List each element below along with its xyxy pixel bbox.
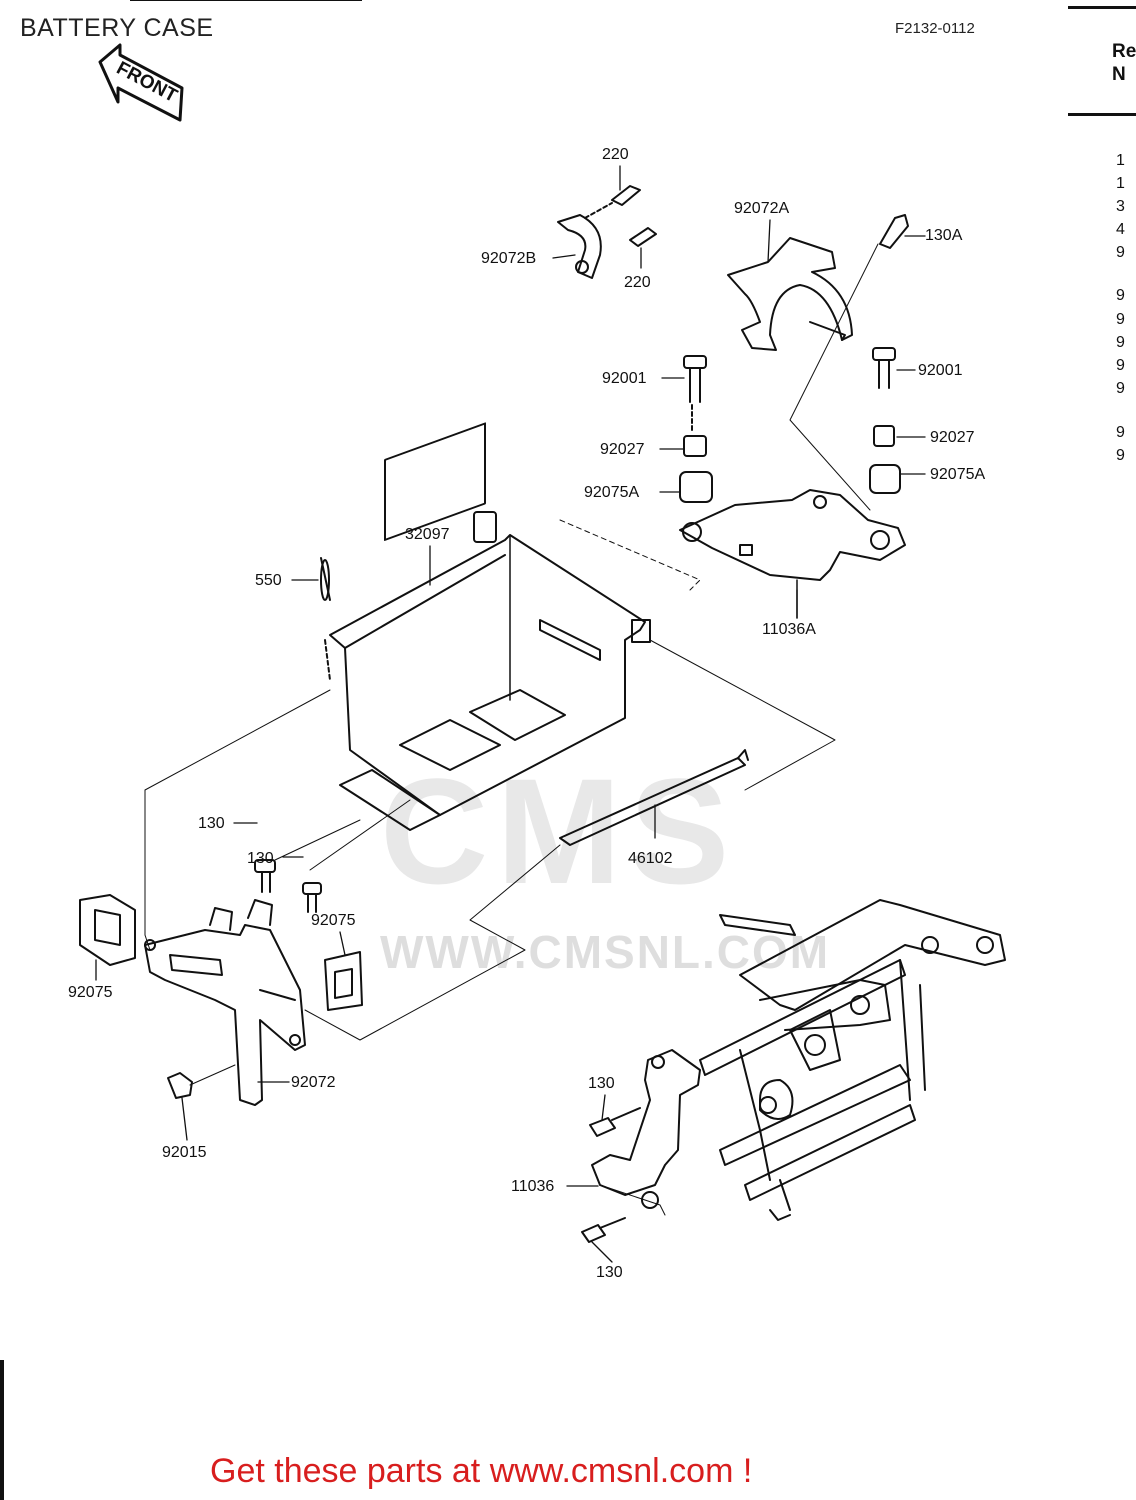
side-table-heading: Re N xyxy=(1112,40,1136,86)
callout-130-case-upper: 130 xyxy=(198,815,225,832)
callout-92075a-left: 92075A xyxy=(584,484,640,501)
side-table-row: 9 xyxy=(1116,287,1125,304)
callout-92075a-right: 92075A xyxy=(930,466,986,483)
figure-reference: F2132-0112 xyxy=(895,20,975,37)
mount-hardware-drawing xyxy=(679,347,901,503)
callout-92001-right: 92001 xyxy=(918,362,963,379)
frame-drawing xyxy=(699,899,1006,1221)
side-table-row: 9 xyxy=(1116,357,1125,374)
case-bolts-drawing xyxy=(254,859,322,913)
callout-92072b: 92072B xyxy=(481,250,537,267)
callout-220-top: 220 xyxy=(602,146,629,163)
callout-130a: 130A xyxy=(925,227,963,244)
leader-lines xyxy=(95,165,926,1263)
callout-130-case-lower: 130 xyxy=(247,850,274,867)
clamp-92072b-drawing xyxy=(557,185,657,279)
assembly-guide-lines xyxy=(144,519,836,1041)
front-arrow-icon: FRONT xyxy=(98,43,184,122)
callout-46102: 46102 xyxy=(628,850,673,867)
rod-46102-drawing xyxy=(559,749,749,846)
clamp-92072a-drawing xyxy=(727,214,909,511)
side-table-row: 9 xyxy=(1116,447,1125,464)
watermark-url: WWW.CMSNL.COM xyxy=(380,926,831,978)
holder-92072-drawing xyxy=(79,894,363,1106)
callout-92075-right: 92075 xyxy=(311,912,356,929)
callout-130-bracket-upper: 130 xyxy=(588,1075,615,1092)
side-table-heading-line-1: Re xyxy=(1112,41,1136,62)
callout-92001-left: 92001 xyxy=(602,370,647,387)
side-table-row: 9 xyxy=(1116,334,1125,351)
callout-550: 550 xyxy=(255,572,282,589)
callout-32097: 32097 xyxy=(405,526,450,543)
callout-92075-left: 92075 xyxy=(68,984,113,1001)
side-table-row: 9 xyxy=(1116,424,1125,441)
side-table-top-rule xyxy=(1068,6,1136,9)
left-edge-bar xyxy=(0,1360,4,1500)
callout-130-bracket-lower: 130 xyxy=(596,1264,623,1281)
side-table-heading-line-2: N xyxy=(1112,64,1126,85)
side-table-row: 9 xyxy=(1116,380,1125,397)
callout-92015: 92015 xyxy=(162,1144,207,1161)
watermark-logo: CMS xyxy=(380,747,738,915)
callout-92072a: 92072A xyxy=(734,200,790,217)
side-table-header-rule xyxy=(1068,113,1136,116)
page-title: BATTERY CASE xyxy=(20,14,214,42)
footer-promo-link[interactable]: Get these parts at www.cmsnl.com ! xyxy=(210,1452,753,1490)
callout-11036a: 11036A xyxy=(762,621,816,638)
side-table-row: 3 xyxy=(1116,198,1125,215)
battery-case-32097-drawing xyxy=(320,422,651,831)
side-table-row: 1 xyxy=(1116,175,1125,192)
callout-11036: 11036 xyxy=(511,1178,555,1195)
callout-92072: 92072 xyxy=(291,1074,336,1091)
callout-92027-right: 92027 xyxy=(930,429,975,446)
bracket-11036a-drawing xyxy=(679,489,906,619)
side-table-row: 1 xyxy=(1116,152,1125,169)
callout-92027-left: 92027 xyxy=(600,441,645,458)
side-table-row: 9 xyxy=(1116,311,1125,328)
side-table-row: 4 xyxy=(1116,221,1125,238)
top-rule xyxy=(130,0,362,1)
side-table-row: 9 xyxy=(1116,244,1125,261)
callout-220-bottom: 220 xyxy=(624,274,651,291)
